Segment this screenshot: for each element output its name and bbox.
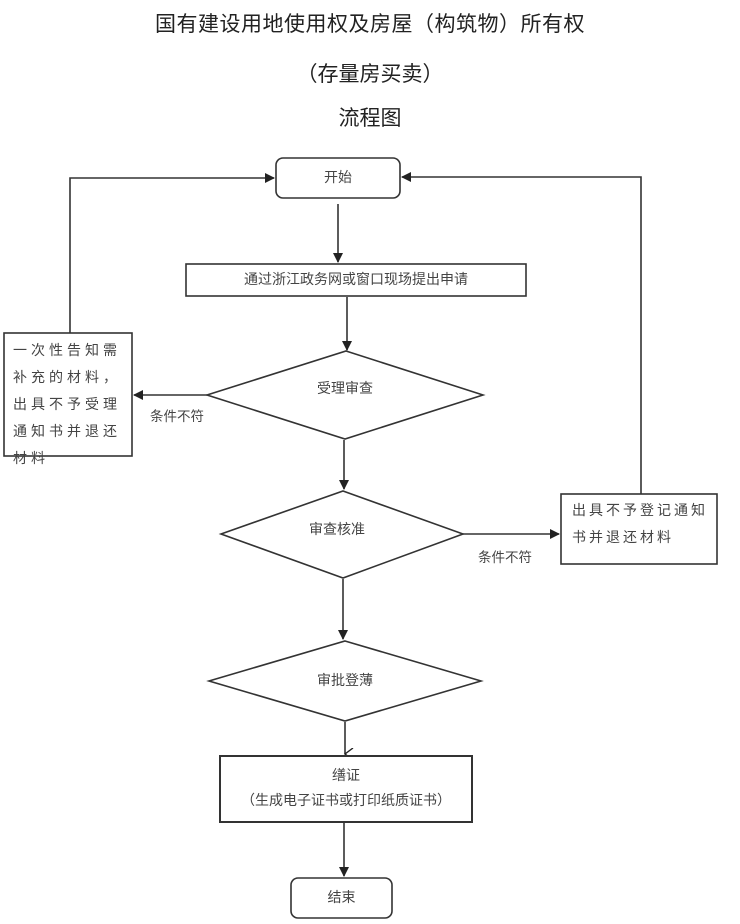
accept-review-label: 受理审查 bbox=[317, 381, 373, 397]
edge-reject-accept-to-start bbox=[69, 173, 275, 333]
apply-node bbox=[185, 263, 527, 297]
document-subtitle: （存量房买卖） bbox=[296, 62, 444, 86]
certificate-title-label: 缮证 bbox=[332, 768, 360, 784]
apply-node-label: 通过浙江政务网或窗口现场提出申请 bbox=[244, 272, 468, 288]
certificate-node bbox=[219, 755, 473, 823]
approve-register-label: 审批登薄 bbox=[317, 673, 373, 689]
approve-register-decision bbox=[206, 640, 484, 722]
reject-register-label: 出具不予登记通知书并退还材料 bbox=[572, 503, 708, 546]
start-node-label: 开始 bbox=[324, 170, 352, 186]
reject-accept-node bbox=[3, 332, 133, 457]
start-node bbox=[275, 157, 401, 199]
accept-review-decision bbox=[204, 350, 486, 440]
reject-register-node bbox=[560, 493, 718, 565]
edge-reject-register-to-start bbox=[401, 172, 642, 494]
review-approve-decision bbox=[218, 490, 466, 579]
document-title: 国有建设用地使用权及房屋（构筑物）所有权 bbox=[155, 12, 585, 36]
end-node-label: 结束 bbox=[327, 890, 356, 906]
document-heading-flowchart: 流程图 bbox=[338, 106, 402, 130]
end-node bbox=[290, 877, 393, 919]
review-approve-label: 审查核准 bbox=[309, 522, 365, 538]
accept-review-fail-label: 条件不符 bbox=[150, 409, 204, 425]
review-approve-fail-label: 条件不符 bbox=[478, 550, 532, 566]
certificate-detail-label: （生成电子证书或打印纸质证书） bbox=[241, 793, 451, 809]
reject-accept-label: 一次性告知需补充的材料，出具不予受理通知书并退还材料 bbox=[13, 343, 121, 467]
